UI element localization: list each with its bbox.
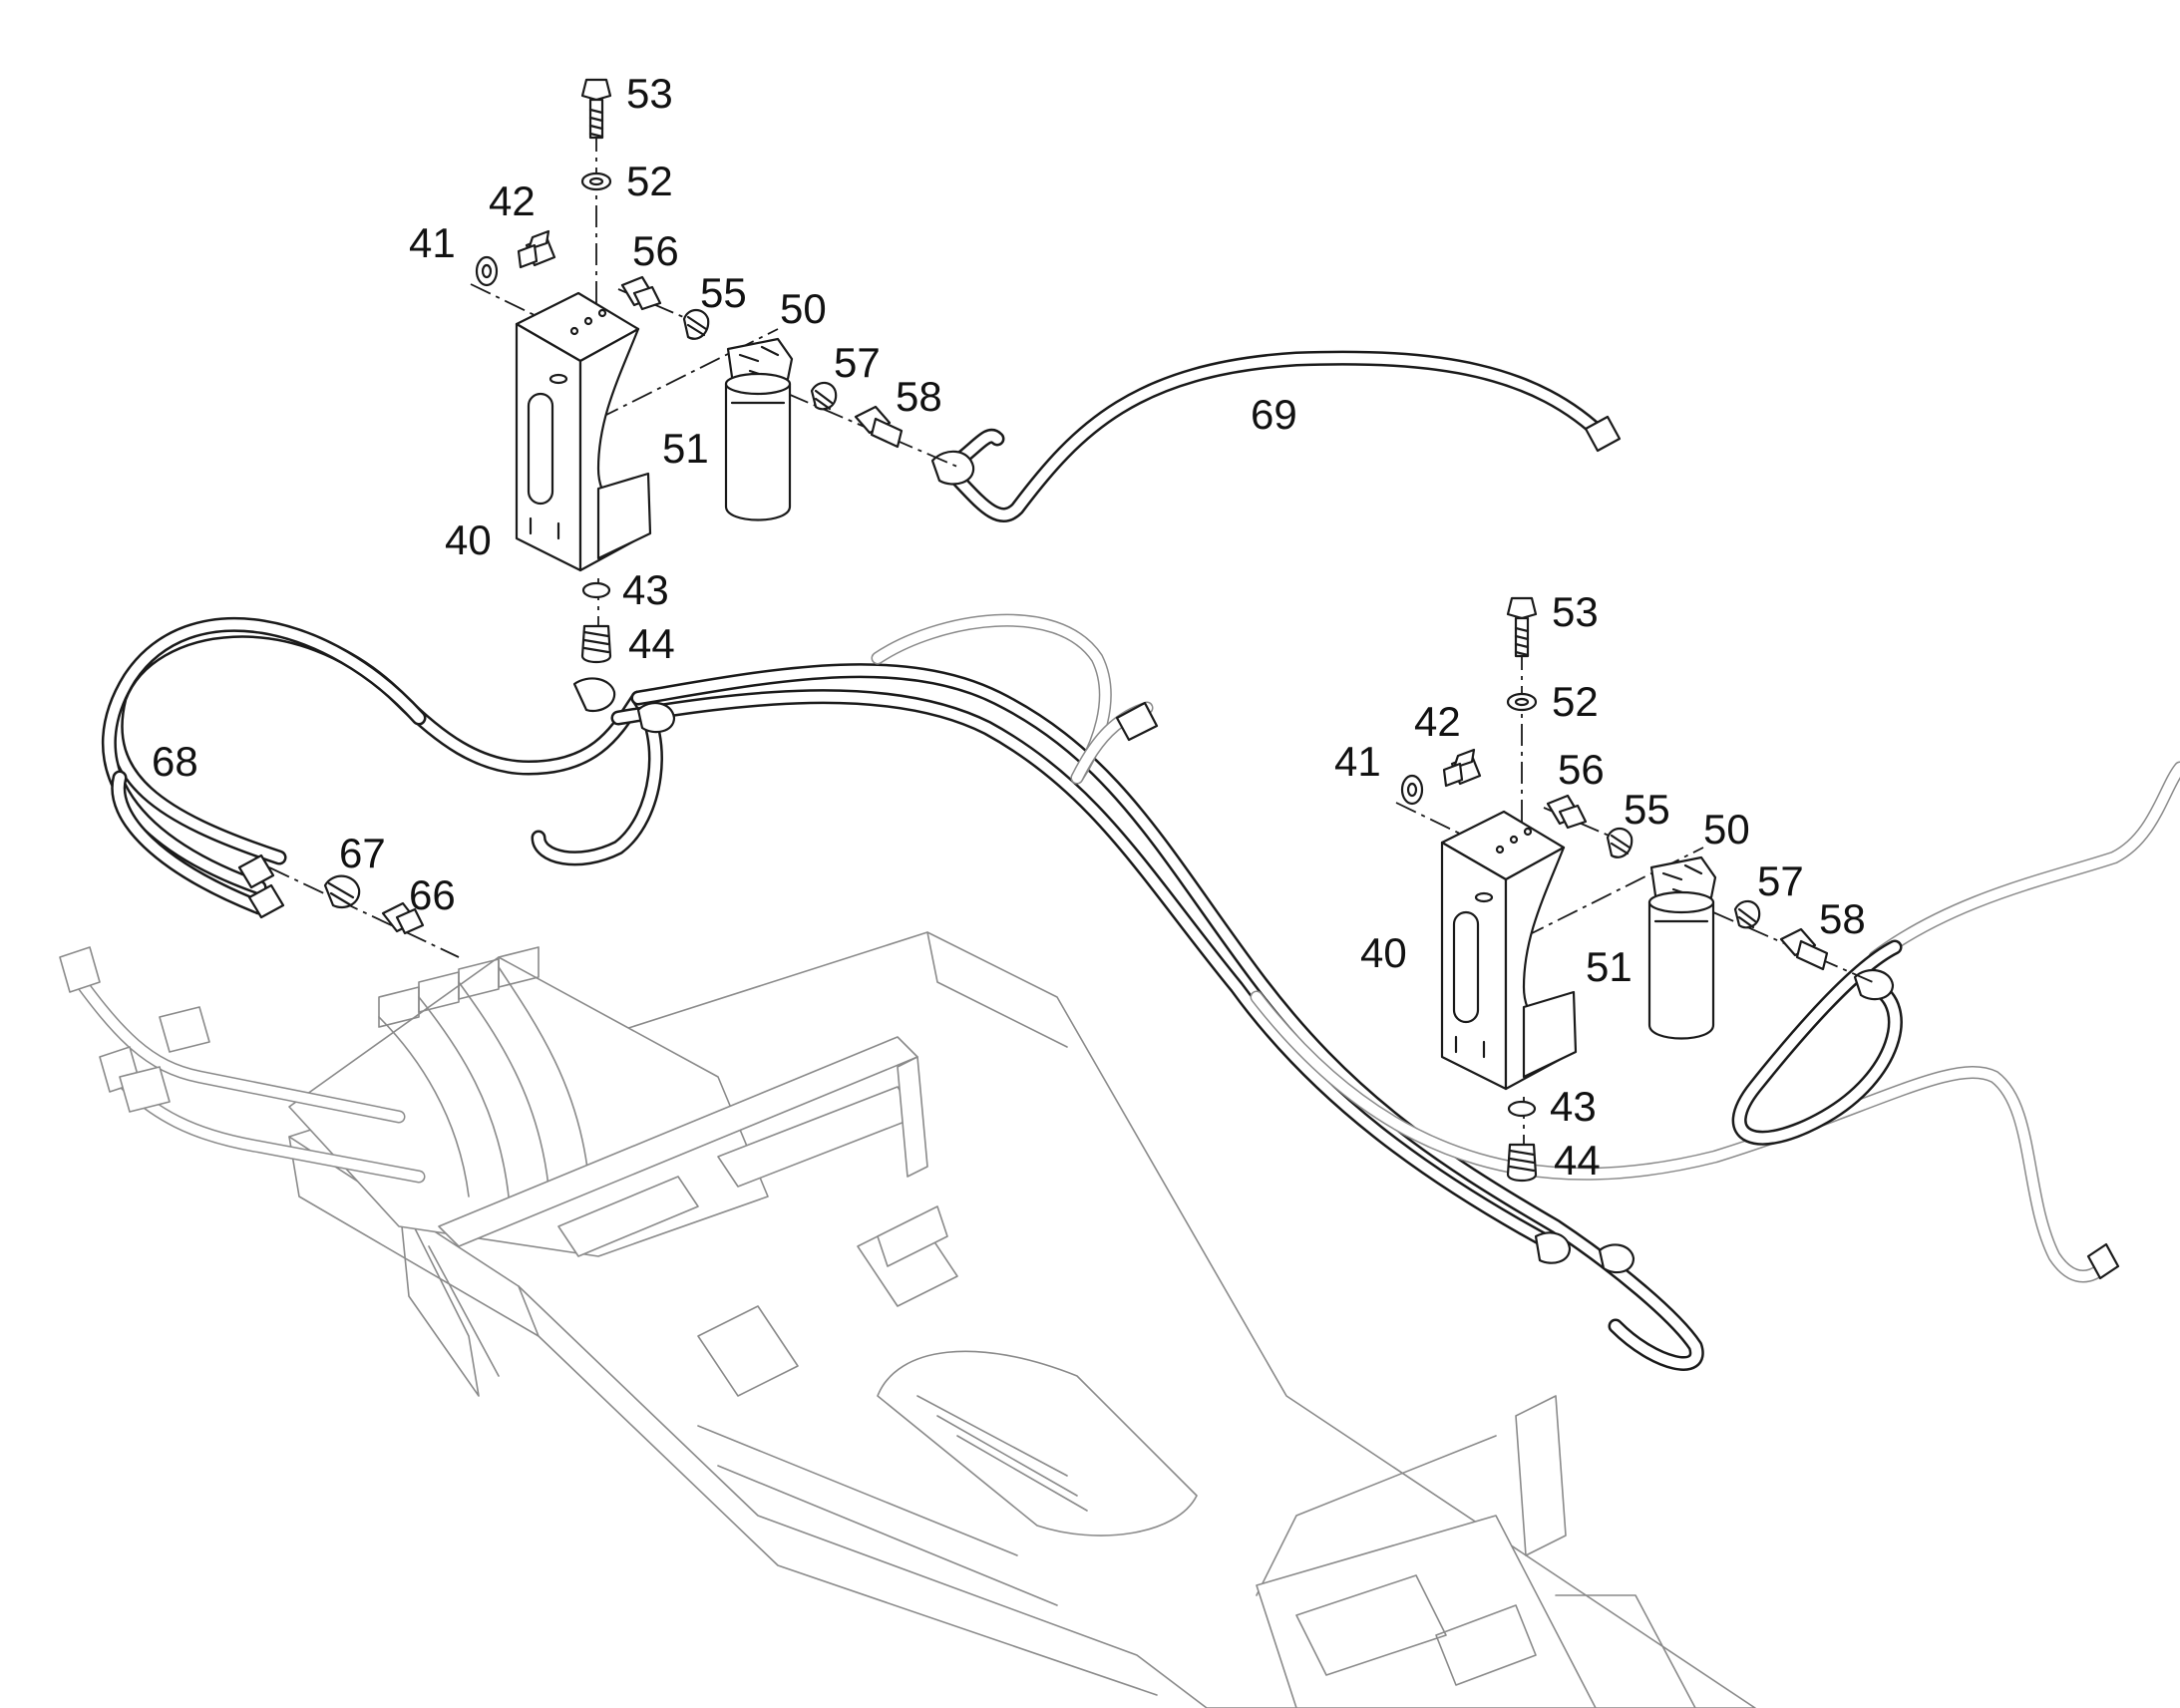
callout-58: 58 [896, 373, 942, 420]
callout-44: 44 [628, 620, 675, 667]
callout-68: 68 [152, 738, 198, 785]
callout-51: 51 [662, 425, 709, 472]
union-fittings [237, 854, 460, 958]
callout-40: 40 [1360, 929, 1407, 976]
callout-42: 42 [489, 177, 536, 224]
filter-assembly-lower [1395, 596, 1874, 1183]
callout-40: 40 [445, 516, 492, 563]
callout-52: 52 [626, 158, 673, 204]
callout-58: 58 [1819, 895, 1866, 942]
callout-44: 44 [1554, 1137, 1601, 1184]
callout-66: 66 [409, 871, 456, 918]
callout-43: 43 [622, 566, 669, 613]
callout-42: 42 [1414, 698, 1461, 745]
callout-57: 57 [1757, 857, 1804, 904]
callout-53: 53 [626, 70, 673, 117]
callout-53: 53 [1552, 588, 1599, 635]
chassis-frame [59, 931, 1756, 1708]
callout-52: 52 [1552, 678, 1599, 725]
callout-43: 43 [1550, 1083, 1597, 1130]
callout-50: 50 [780, 285, 827, 332]
callout-51: 51 [1586, 943, 1633, 990]
callout-55: 55 [700, 269, 747, 316]
callout-67: 67 [339, 830, 386, 876]
callout-41: 41 [409, 219, 456, 266]
hose-assemblies [101, 350, 2180, 1371]
filter-assembly-upper [470, 78, 958, 664]
callout-50: 50 [1703, 806, 1750, 853]
callout-56: 56 [1558, 746, 1605, 793]
callout-57: 57 [834, 339, 881, 386]
callout-55: 55 [1624, 786, 1670, 833]
callout-56: 56 [632, 227, 679, 274]
callout-41: 41 [1334, 738, 1381, 785]
callout-69: 69 [1251, 391, 1297, 438]
